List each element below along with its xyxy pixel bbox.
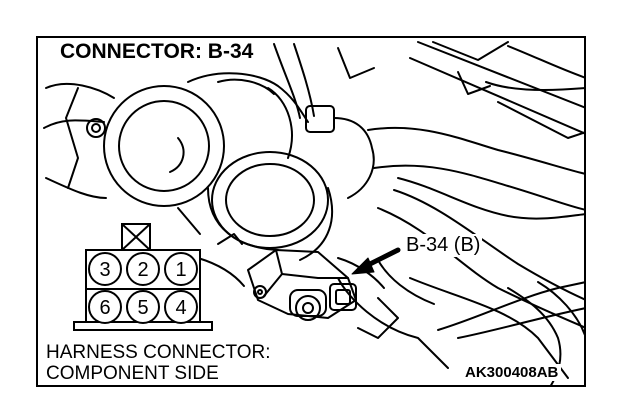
pin-2-circle bbox=[126, 252, 160, 286]
pin-label: 2 bbox=[137, 259, 148, 281]
pin-label: 6 bbox=[99, 297, 110, 319]
pin-label: 5 bbox=[137, 297, 148, 319]
pin-5-circle bbox=[126, 290, 160, 324]
harness-connector-diagram: 3 2 1 6 5 4 bbox=[73, 223, 213, 331]
pin-6-circle bbox=[88, 290, 122, 324]
pin-label: 4 bbox=[175, 297, 186, 319]
figure-code: AK300408AB bbox=[462, 364, 562, 381]
caption-line-2: COMPONENT SIDE bbox=[46, 363, 219, 384]
connector-title: CONNECTOR: B-34 bbox=[56, 40, 258, 64]
pin-3-circle bbox=[88, 252, 122, 286]
pin-label: 3 bbox=[99, 259, 110, 281]
engine-illustration bbox=[43, 41, 584, 385]
diagram-frame: 3 2 1 6 5 4 CONNECTOR: B-34 B-34 (B) HAR… bbox=[36, 36, 586, 387]
caption-line-1: HARNESS CONNECTOR: bbox=[46, 342, 271, 363]
pin-4-circle bbox=[164, 290, 198, 324]
pin-label: 1 bbox=[175, 259, 186, 281]
component-callout-label: B-34 (B) bbox=[404, 234, 483, 257]
harness-caption: HARNESS CONNECTOR: COMPONENT SIDE bbox=[46, 342, 275, 384]
pin-1-circle bbox=[164, 252, 198, 286]
